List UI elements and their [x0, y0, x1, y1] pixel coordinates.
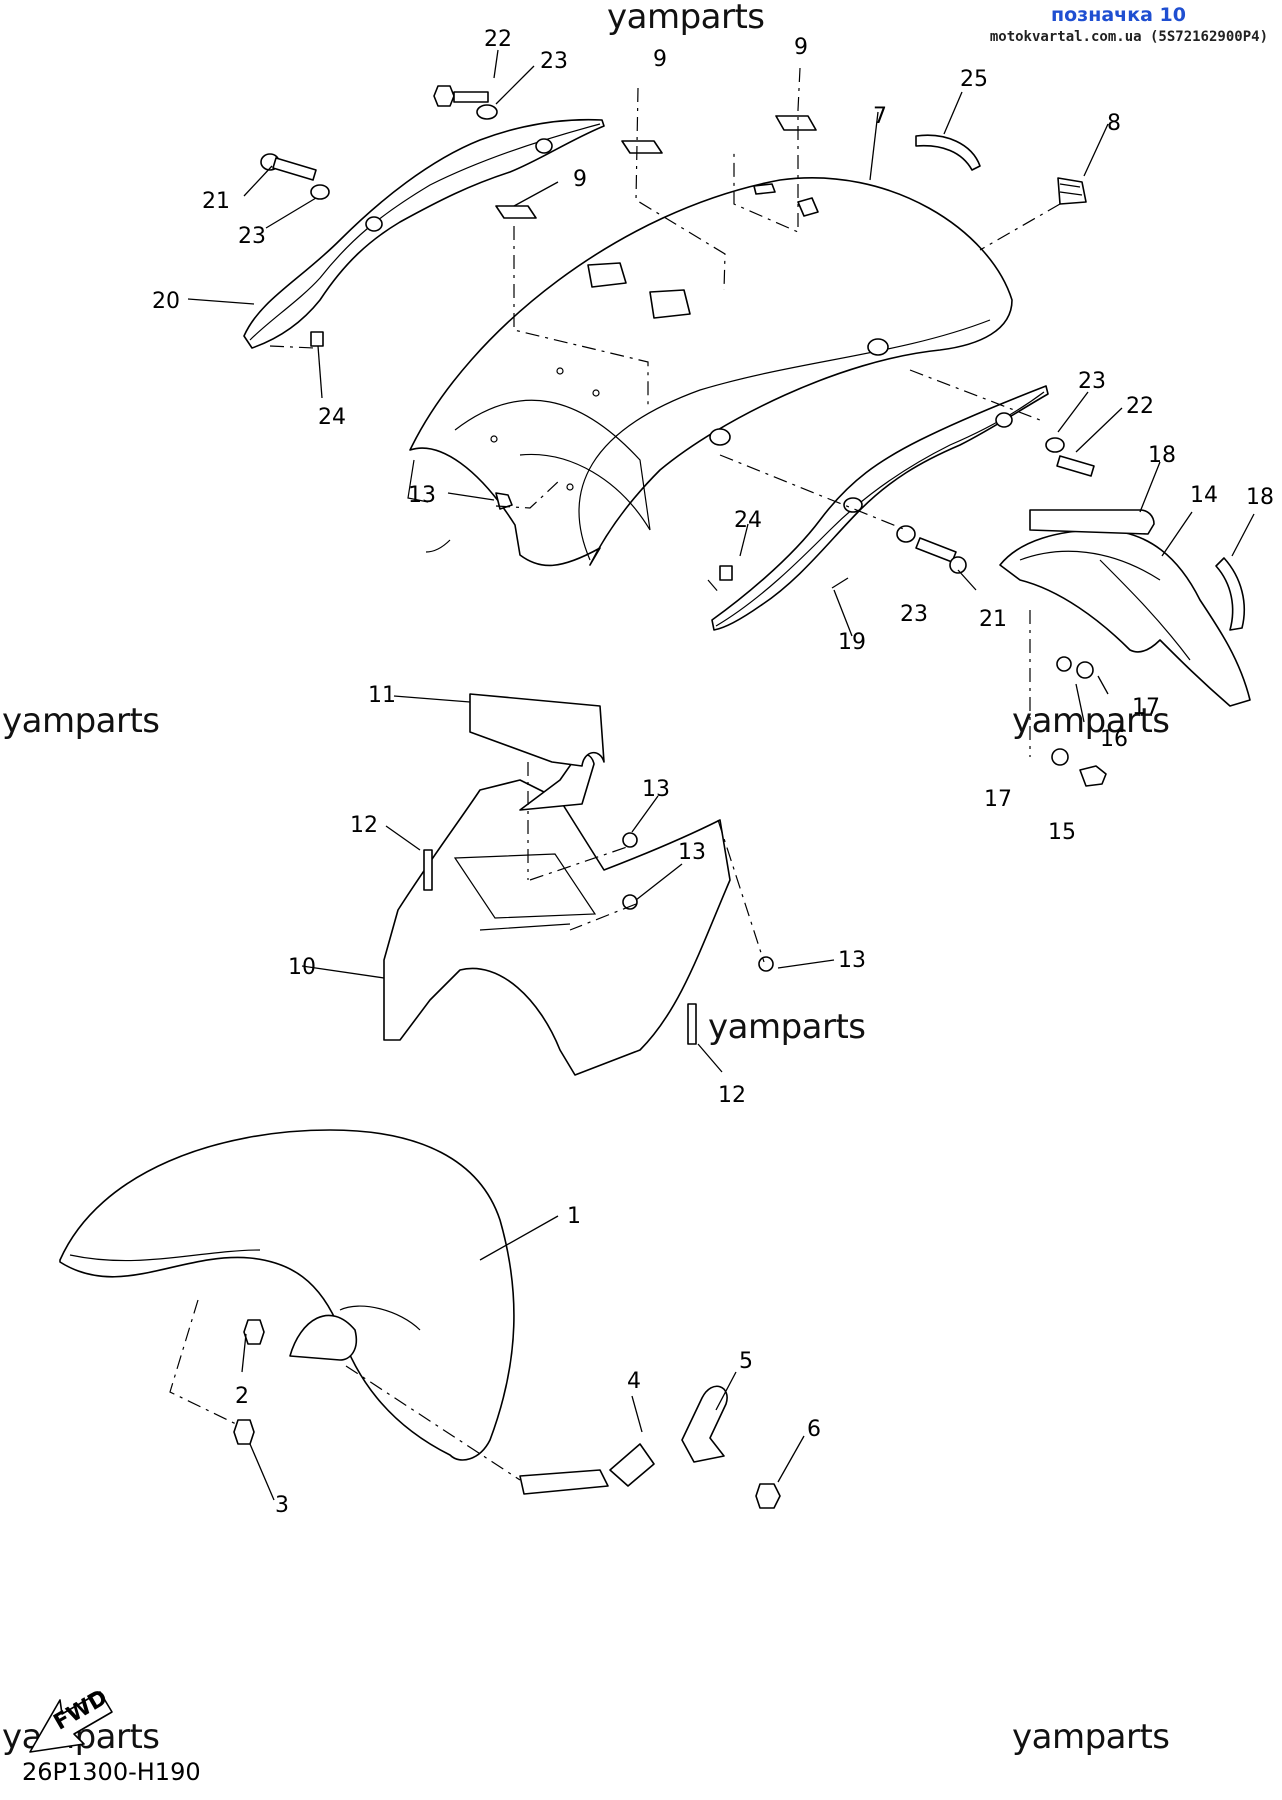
callout: 17: [1132, 695, 1160, 720]
callout: 14: [1190, 483, 1218, 508]
callout: 9: [653, 47, 667, 72]
callout: 4: [627, 1369, 641, 1394]
callout: 24: [734, 508, 762, 533]
rear-fender-part-7: [407, 177, 1013, 567]
callout: 9: [794, 35, 808, 60]
callout: 25: [960, 67, 988, 92]
callout: 1: [567, 1204, 581, 1229]
callout: 23: [1078, 369, 1106, 394]
callout: 23: [540, 49, 568, 74]
watermark: yamparts: [2, 701, 160, 741]
callout: 8: [1107, 111, 1121, 136]
small-fasteners-upper: [260, 85, 1095, 574]
callout: 12: [350, 813, 378, 838]
callout: 18: [1246, 485, 1274, 510]
callout: 19: [838, 630, 866, 655]
callout: 17: [984, 787, 1012, 812]
watermark: yamparts: [1012, 701, 1170, 741]
forward-direction-arrow: FWD: [29, 1685, 113, 1753]
source-site-label: motokvartal.com.ua (5S72162900P4): [989, 29, 1268, 45]
callout: 2: [235, 1384, 249, 1409]
diagram-code: 26P1300-H190: [22, 1758, 201, 1786]
callout: 23: [238, 224, 266, 249]
callout: 22: [1126, 394, 1154, 419]
callout: 9: [573, 167, 587, 192]
grab-rail-left-part-20: [243, 118, 605, 349]
callout: 3: [275, 1493, 289, 1518]
diagram-reference-label: позначка 10: [1051, 4, 1186, 26]
watermark: yamparts: [708, 1007, 866, 1047]
callout: 24: [318, 405, 346, 430]
callout: 16: [1100, 727, 1128, 752]
grab-rail-right-part-19: [711, 385, 1049, 631]
callout: 23: [900, 602, 928, 627]
callout: 13: [838, 948, 866, 973]
callout-numbers: 22 23 9 9 25 7 8 21 23 9 20 24 13 23 22 …: [152, 27, 1274, 1518]
callout: 21: [202, 189, 230, 214]
callout: 5: [739, 1349, 753, 1374]
inner-fender-part-10: [383, 693, 774, 1076]
front-fender-part-1: [59, 1129, 781, 1509]
callout: 13: [678, 840, 706, 865]
callout: 21: [979, 607, 1007, 632]
callout: 12: [718, 1083, 746, 1108]
callout: 20: [152, 289, 180, 314]
callout: 13: [642, 777, 670, 802]
callout: 18: [1148, 443, 1176, 468]
tail-bracket-part-14: [999, 509, 1251, 787]
callout: 11: [368, 683, 396, 708]
callout: 10: [288, 955, 316, 980]
callout: 6: [807, 1417, 821, 1442]
watermark: yamparts: [1012, 1717, 1170, 1757]
leader-lines: [169, 49, 1255, 1501]
callout: 15: [1048, 820, 1076, 845]
callout: 13: [408, 483, 436, 508]
callout: 22: [484, 27, 512, 52]
watermark: yamparts: [607, 0, 765, 37]
callout: 7: [873, 104, 887, 129]
